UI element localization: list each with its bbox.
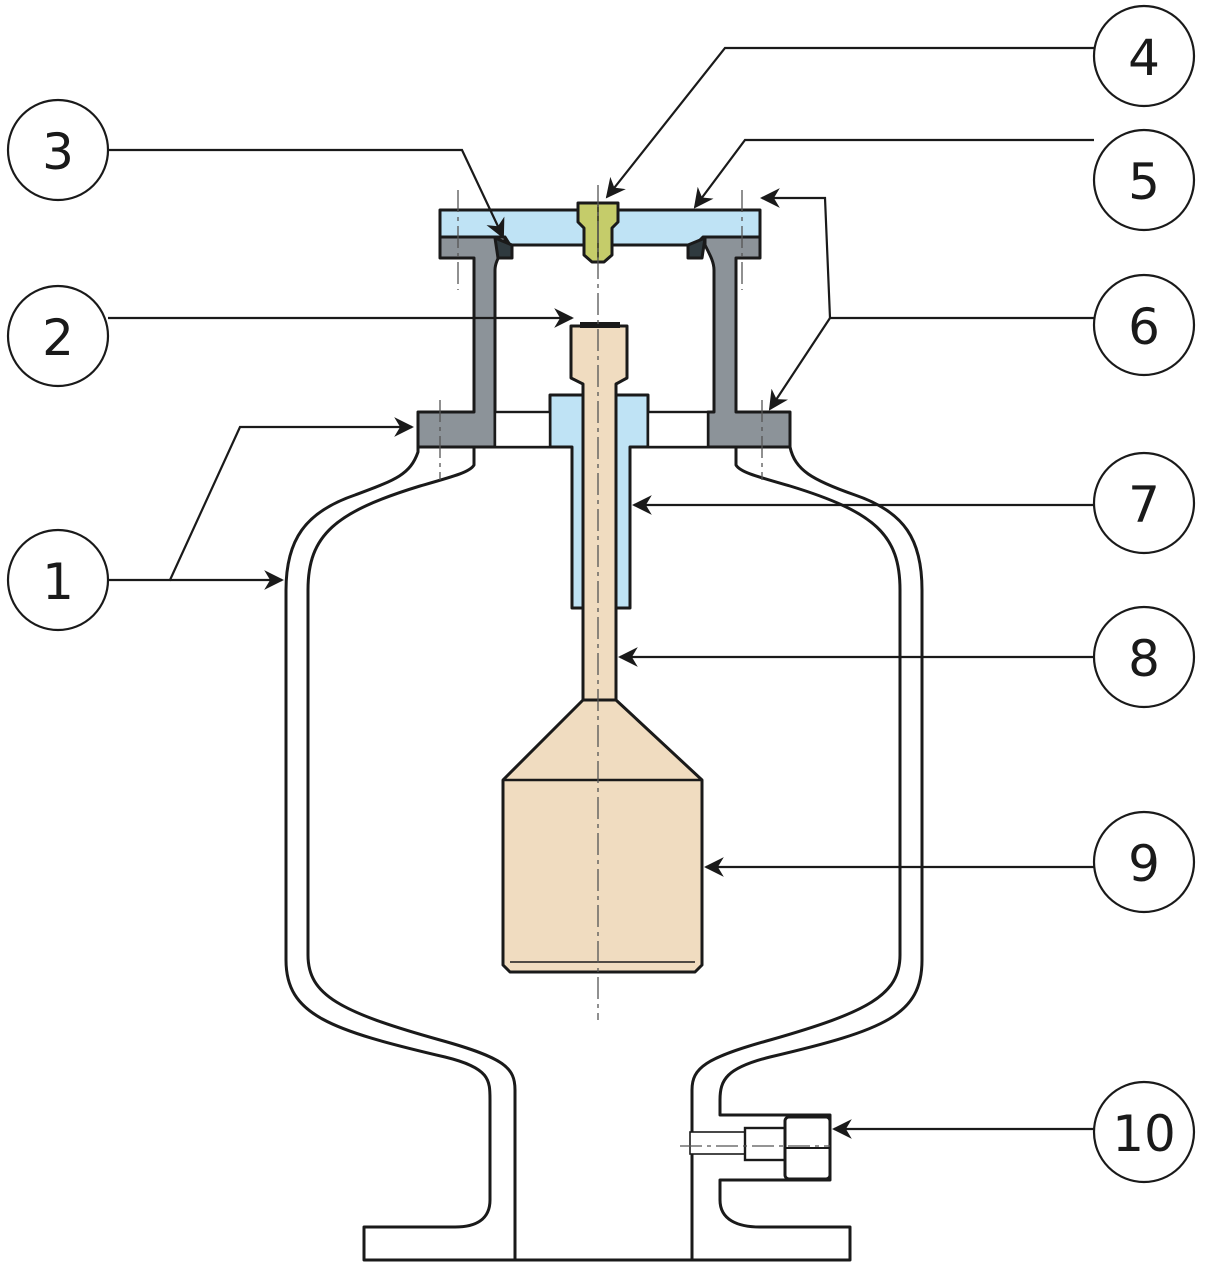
- callout-label-10: 10: [1112, 1105, 1176, 1163]
- plunger-weight: [501, 322, 704, 974]
- callout-circle-9: [1092, 810, 1196, 914]
- seal-right: [686, 236, 707, 260]
- callout-circle-3: [6, 98, 110, 202]
- leader-6b: [768, 317, 831, 411]
- weight-cone-body: [501, 698, 704, 974]
- callout-label-3: 3: [42, 123, 74, 181]
- callout-circle-2: [6, 284, 110, 388]
- callout-circle-7: [1092, 451, 1196, 555]
- gap-right: [646, 410, 710, 449]
- callout-6: 6: [1092, 273, 1196, 377]
- leader-3: [108, 148, 505, 239]
- callout-circle-5: [1092, 128, 1196, 232]
- clamp-bolt: [680, 1115, 832, 1181]
- callout-1: 1: [6, 528, 110, 632]
- callout-circle-4: [1092, 4, 1196, 108]
- seal-left: [493, 236, 514, 260]
- leader-4: [605, 46, 1096, 199]
- right-column: [703, 213, 792, 449]
- leader-5: [693, 138, 1094, 209]
- gap-left: [493, 410, 552, 449]
- callout-circle-6: [1092, 273, 1196, 377]
- callout-label-1: 1: [42, 553, 74, 611]
- callout-4: 4: [1092, 4, 1196, 108]
- callout-circle-8: [1092, 605, 1196, 709]
- leader-lines: [108, 46, 1096, 1139]
- callout-circle-1: [6, 528, 110, 632]
- callout-9: 9: [1092, 810, 1196, 914]
- leader-1a: [108, 417, 414, 582]
- callout-2: 2: [6, 284, 110, 388]
- leader-6a: [760, 188, 1096, 320]
- center-lines: [439, 185, 763, 1020]
- bolt-shank: [689, 1131, 749, 1155]
- callout-label-6: 6: [1128, 298, 1160, 356]
- callout-3: 3: [6, 98, 110, 202]
- contact-tip: [580, 322, 620, 328]
- bolt-collar: [743, 1126, 787, 1162]
- callout-label-5: 5: [1128, 153, 1160, 211]
- callout-7: 7: [1092, 451, 1196, 555]
- callout-circle-10: [1092, 1080, 1196, 1184]
- callout-5: 5: [1092, 128, 1196, 232]
- left-column: [416, 213, 507, 449]
- callout-label-7: 7: [1128, 476, 1160, 534]
- callout-label-4: 4: [1128, 29, 1160, 87]
- callout-10: 10: [1092, 1080, 1196, 1184]
- callout-label-9: 9: [1128, 835, 1160, 893]
- callout-label-2: 2: [42, 309, 74, 367]
- callout-8: 8: [1092, 605, 1196, 709]
- cover-lid: [438, 201, 762, 264]
- callout-label-8: 8: [1128, 630, 1160, 688]
